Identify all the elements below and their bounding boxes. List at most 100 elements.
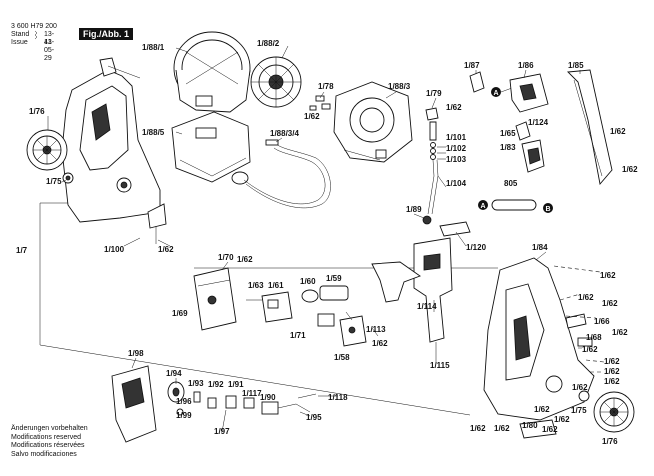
callout-1-62-a: 1/62 <box>304 112 320 121</box>
hose-segment-805: A B <box>478 199 553 213</box>
pipe-column <box>422 107 446 225</box>
clip-parts <box>309 95 331 111</box>
trigger-lever <box>439 221 471 237</box>
callout-1-62-l: 1/62 <box>582 345 598 354</box>
callout-1-78: 1/78 <box>318 82 334 91</box>
callout-1-90: 1/90 <box>260 393 276 402</box>
front-cover <box>111 365 157 443</box>
pump-block <box>246 291 293 323</box>
callout-1-118: 1/118 <box>328 393 348 402</box>
marker-a-hose-label: A <box>481 203 486 210</box>
hose-assembly <box>231 139 331 209</box>
callout-1-61: 1/61 <box>268 281 284 290</box>
issue-label: Issue <box>11 39 28 46</box>
filter-mesh <box>317 313 335 327</box>
callout-1-87: 1/87 <box>464 61 480 70</box>
callout-1-71: 1/71 <box>290 331 306 340</box>
callout-1-102: 1/102 <box>446 144 467 153</box>
callout-1-94: 1/94 <box>166 369 182 378</box>
seal-ring <box>301 289 319 303</box>
callout-1-91: 1/91 <box>228 380 244 389</box>
callout-1-60: 1/60 <box>300 277 316 286</box>
hose-reel-cover <box>171 111 251 183</box>
callout-1-62-g: 1/62 <box>372 339 388 348</box>
switch-parts <box>193 391 317 415</box>
callout-1-62-i: 1/62 <box>578 293 594 302</box>
handle-bar <box>567 69 613 186</box>
callout-1-88-3-4: 1/88/3/4 <box>270 129 299 138</box>
assembly-frame-line <box>39 203 471 416</box>
callout-1-62-f: 1/62 <box>237 255 253 264</box>
callout-1-62-k: 1/62 <box>612 328 628 337</box>
callout-1-88-3: 1/88/3 <box>388 82 411 91</box>
right-small-parts <box>565 313 593 347</box>
callout-1-80: 1/80 <box>522 421 538 430</box>
wheel-left <box>26 129 68 171</box>
callout-1-62-o: 1/62 <box>604 377 620 386</box>
small-screw <box>176 408 184 416</box>
callout-1-62-c: 1/62 <box>610 127 626 136</box>
marker-a-top-label: A <box>494 90 499 97</box>
callout-1-113: 1/113 <box>366 325 386 334</box>
nozzle-holder <box>509 73 549 113</box>
callout-1-76-right: 1/76 <box>602 437 618 446</box>
marker-b-hose-label: B <box>546 206 551 213</box>
callout-1-88-2: 1/88/2 <box>257 39 280 48</box>
callout-1-79: 1/79 <box>426 89 442 98</box>
callout-1-69: 1/69 <box>172 309 188 318</box>
callout-1-85: 1/85 <box>568 61 584 70</box>
wheel-right <box>593 391 635 433</box>
callout-1-68: 1/68 <box>586 333 602 342</box>
callout-1-115: 1/115 <box>430 361 450 370</box>
callout-1-83: 1/83 <box>500 143 516 152</box>
callout-1-76-left: 1/76 <box>29 107 45 116</box>
callout-1-70: 1/70 <box>218 253 234 262</box>
callout-1-124: 1/124 <box>528 118 549 127</box>
callout-1-117: 1/117 <box>242 389 262 398</box>
callout-1-62-t: 1/62 <box>470 424 486 433</box>
footer-line-es: Salvo modificaciones <box>11 450 77 458</box>
header-block: 3 600 H79 200 Stand 13-41 Issue 13-05-29 <box>11 23 57 62</box>
callout-1-62-p: 1/62 <box>572 383 588 392</box>
callout-1-63: 1/63 <box>248 281 264 290</box>
callout-1-62-h: 1/62 <box>600 271 616 280</box>
callout-1-88-5: 1/88/5 <box>142 128 165 137</box>
bracket-part <box>413 237 453 343</box>
callout-1-101: 1/101 <box>446 133 467 142</box>
callout-1-84: 1/84 <box>532 243 548 252</box>
hose-reel-disc <box>250 56 302 108</box>
callout-1-62-j: 1/62 <box>602 299 618 308</box>
callout-1-120: 1/120 <box>466 243 487 252</box>
callout-1-96: 1/96 <box>176 397 192 406</box>
right-housing <box>483 257 595 421</box>
small-cover <box>147 203 167 244</box>
valve-block <box>339 315 367 347</box>
callout-1-62-r: 1/62 <box>542 425 558 434</box>
switch-knob <box>167 381 185 403</box>
callout-1-62-e: 1/62 <box>158 245 174 254</box>
bottom-clip <box>519 419 557 439</box>
callout-1-58: 1/58 <box>334 353 350 362</box>
stand-value: 13-41 <box>44 31 55 46</box>
hose-reel-drum <box>173 31 251 113</box>
figure-badge: Fig./Abb. 1 <box>79 28 133 40</box>
hubcap-right <box>578 390 590 402</box>
piston <box>319 285 349 301</box>
callout-805: 805 <box>504 179 518 188</box>
callout-1-86: 1/86 <box>518 61 534 70</box>
callout-1-114: 1/114 <box>417 302 437 311</box>
hook-clip <box>371 261 421 303</box>
callout-1-7: 1/7 <box>16 246 28 255</box>
callout-1-104: 1/104 <box>446 179 467 188</box>
callout-1-75-right: 1/75 <box>571 406 587 415</box>
callout-1-66: 1/66 <box>594 317 610 326</box>
callout-1-99: 1/99 <box>176 411 192 420</box>
callout-1-65: 1/65 <box>500 129 516 138</box>
hubcap-left <box>62 172 74 184</box>
callout-1-62-m: 1/62 <box>604 357 620 366</box>
footer-line-de: Änderungen vorbehalten <box>11 425 88 432</box>
callout-1-59: 1/59 <box>326 274 342 283</box>
marker-a-top: A <box>491 87 513 97</box>
callout-1-62-u: 1/62 <box>494 424 510 433</box>
